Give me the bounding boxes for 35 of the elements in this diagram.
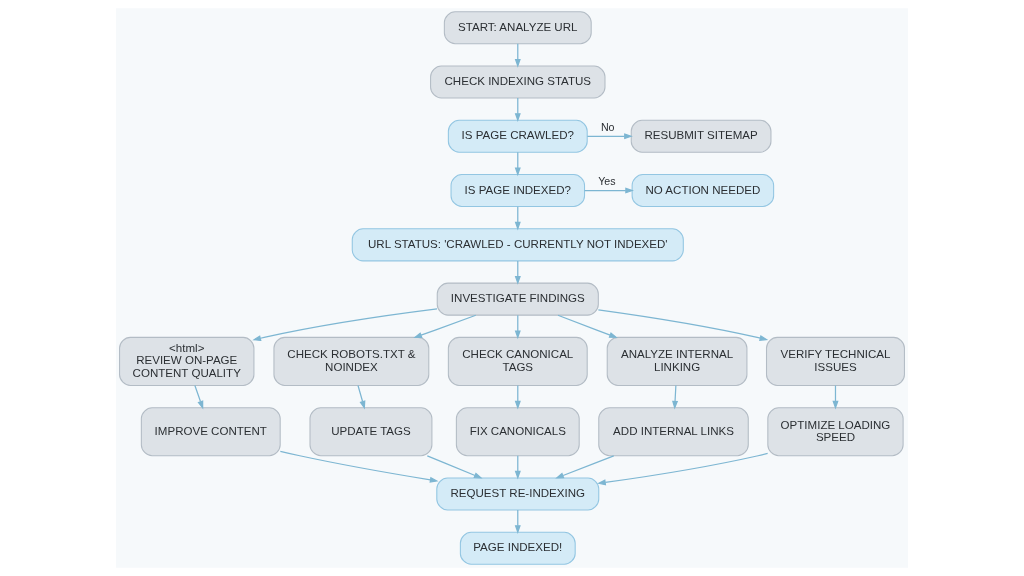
node-box: ADD INTERNAL LINKS	[598, 407, 749, 457]
arrow	[597, 309, 769, 341]
node-box: URL STATUS: 'CRAWLED - CURRENTLY NOT INDEXED'	[351, 228, 684, 262]
arrow	[584, 187, 634, 194]
node-box: CHECK INDEXING STATUS	[430, 65, 606, 99]
node-box: PAGE INDEXED!	[459, 531, 576, 565]
edge-label: Yes	[598, 174, 616, 187]
node-box: ANALYZE INTERNAL LINKING	[606, 336, 748, 386]
arrow	[279, 450, 439, 483]
node-box: REQUEST RE-INDEXING	[436, 477, 600, 511]
node-box: <html> REVIEW ON-PAGE CONTENT QUALITY	[119, 336, 255, 386]
node-box: CHECK CANONICAL TAGS	[447, 336, 588, 386]
node-box: INVESTIGATE FINDINGS	[436, 282, 599, 316]
node-box: FIX CANONICALS	[455, 407, 580, 457]
node-box: UPDATE TAGS	[309, 407, 433, 457]
node-box: RESUBMIT SITEMAP	[630, 119, 772, 153]
node-box: IS PAGE INDEXED?	[450, 174, 586, 208]
arrow	[672, 384, 679, 410]
node-box: VERIFY TECHNICAL ISSUES	[765, 336, 905, 386]
node-box: CHECK ROBOTS.TXT & NOINDEX	[273, 336, 430, 386]
arrow	[555, 455, 615, 479]
arrow	[413, 314, 477, 338]
node-box: IMPROVE CONTENT	[140, 407, 281, 457]
node-box: NO ACTION NEEDED	[631, 174, 775, 208]
edge-label: No	[600, 120, 615, 133]
arrow	[557, 314, 618, 339]
arrow	[586, 133, 633, 140]
node-box: OPTIMIZE LOADING SPEED	[767, 407, 904, 457]
node-box: START: ANALYZE URL	[443, 11, 592, 45]
arrow	[357, 384, 366, 410]
node-box: IS PAGE CRAWLED?	[447, 119, 588, 153]
arrow	[194, 384, 204, 410]
arrow	[426, 455, 483, 479]
arrow	[597, 452, 769, 486]
arrow	[252, 308, 438, 342]
